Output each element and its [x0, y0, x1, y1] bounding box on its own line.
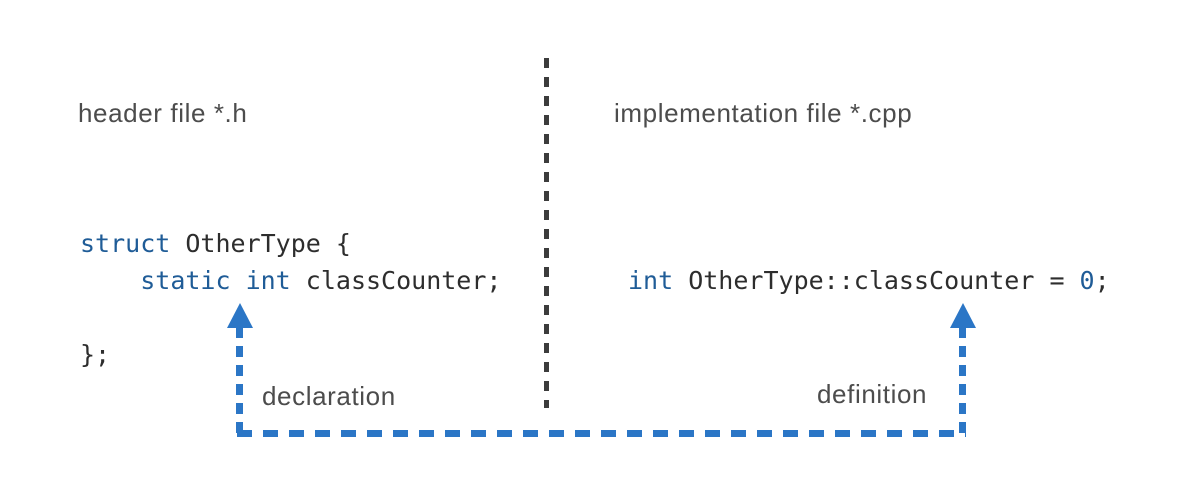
keyword-int: int	[628, 266, 674, 295]
code-line-struct: struct OtherType {	[80, 225, 501, 262]
declaration-arrow-dashed-tail	[236, 327, 243, 433]
definition-label: definition	[817, 379, 928, 409]
qualified-member-name: OtherType::classCounter =	[673, 266, 1080, 295]
code-line-definition: int OtherType::classCounter = 0;	[628, 262, 1110, 299]
implementation-code-block: int OtherType::classCounter = 0;	[628, 262, 1110, 299]
struct-name-open-brace: OtherType {	[170, 229, 351, 258]
member-name: classCounter;	[290, 266, 502, 295]
declaration-label: declaration	[262, 381, 396, 411]
code-line-blank	[80, 299, 501, 336]
header-code-block: struct OtherType { static int classCount…	[80, 225, 501, 373]
implementation-file-label: implementation file *.cpp	[614, 98, 913, 128]
definition-arrow-dashed-tail	[959, 327, 966, 433]
closing-brace: };	[80, 340, 111, 369]
code-line-static-member: static int classCounter;	[80, 262, 501, 299]
declaration-definition-connector-line	[237, 430, 966, 437]
semicolon: ;	[1094, 266, 1110, 295]
literal-zero: 0	[1079, 266, 1095, 295]
panel-divider-dashed-line	[544, 58, 549, 408]
indent	[80, 266, 140, 295]
code-line-closing-brace: };	[80, 336, 501, 373]
header-file-label: header file *.h	[78, 98, 248, 128]
keyword-static-int: static int	[140, 266, 291, 295]
definition-arrow-head-icon	[950, 303, 976, 328]
keyword-struct: struct	[80, 229, 171, 258]
declaration-arrow-head-icon	[227, 303, 253, 328]
